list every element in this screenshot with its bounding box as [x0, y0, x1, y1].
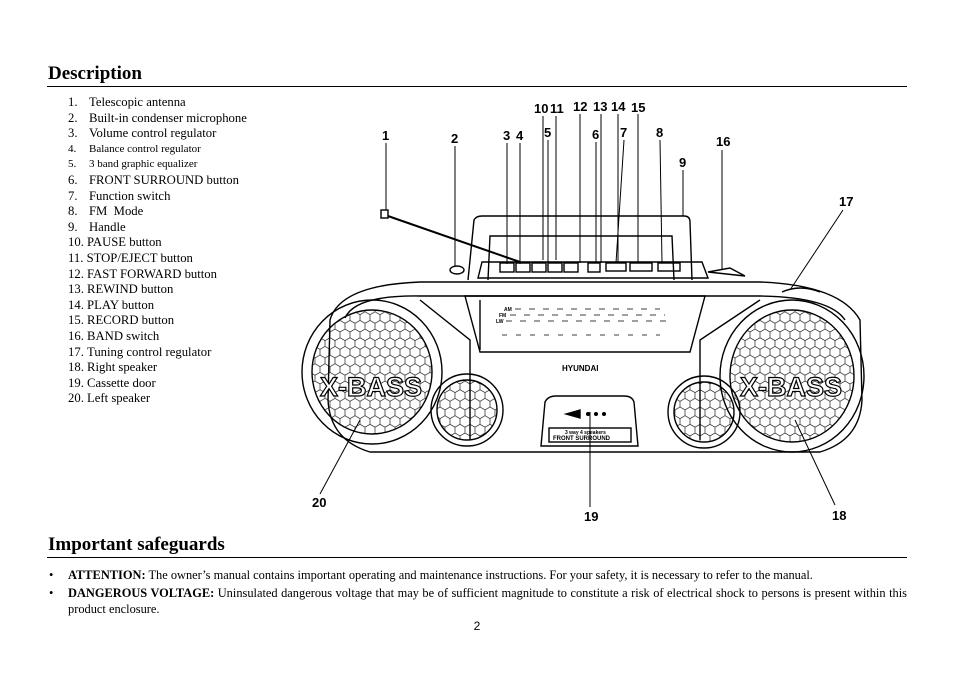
antenna	[384, 214, 521, 263]
safeguards-heading: Important safeguards	[48, 534, 225, 555]
left-speaker	[311, 309, 433, 435]
callout-6: 6	[592, 127, 599, 142]
callout-14: 14	[611, 99, 626, 114]
list-item: 19. Cassette door	[68, 375, 156, 390]
safeguards-list: •ATTENTION: The owner’s manual contains …	[48, 567, 907, 619]
callout-4: 4	[516, 128, 524, 143]
right-tweeter	[673, 381, 735, 443]
callout-11: 11	[550, 101, 564, 116]
list-item: 3.Volume control regulator	[68, 126, 217, 141]
callout-1: 1	[382, 128, 389, 143]
dial-lw: LW	[496, 319, 504, 325]
list-item: 12. FAST FORWARD button	[68, 266, 217, 281]
list-item: 14. PLAY button	[68, 297, 155, 312]
safeguards-divider	[47, 557, 907, 558]
tuning-dial	[464, 295, 706, 353]
cassette-door	[540, 395, 639, 447]
list-item: 15. RECORD button	[68, 313, 175, 328]
callout-19: 19	[584, 509, 598, 524]
list-item: 16. BAND switch	[68, 328, 160, 343]
button-deck	[477, 261, 710, 279]
callout-10: 10	[534, 101, 548, 116]
callout-15: 15	[631, 100, 645, 115]
callout-13: 13	[593, 99, 607, 114]
description-heading: Description	[48, 63, 142, 84]
attention-label: ATTENTION:	[68, 568, 146, 582]
list-item: 2.Built-in condenser microphone	[68, 110, 247, 125]
list-item: 11. STOP/EJECT button	[68, 250, 193, 265]
boombox-body	[327, 281, 863, 453]
dial-fm: FM	[499, 313, 506, 319]
parts-list: 1.Telescopic antenna 2.Built-in condense…	[68, 95, 247, 407]
callout-9: 9	[679, 155, 686, 170]
list-item: 6.FRONT SURROUND button	[68, 172, 239, 187]
list-item: •ATTENTION: The owner’s manual contains …	[49, 568, 813, 582]
description-divider	[47, 86, 907, 87]
surround-label: FRONT SURROUND	[553, 436, 611, 442]
handle	[467, 215, 693, 281]
brand-logo: HYUNDAI	[562, 364, 598, 373]
right-speaker	[729, 309, 855, 443]
list-item: 1.Telescopic antenna	[68, 95, 186, 109]
dial-am: AM	[504, 307, 512, 313]
callout-8: 8	[656, 125, 663, 140]
list-item: 10. PAUSE button	[68, 235, 162, 250]
surround-sublabel: 3 way 4 speakers	[565, 430, 606, 436]
left-tweeter	[436, 379, 498, 441]
callout-20: 20	[312, 495, 326, 510]
list-item: 9.Handle	[68, 219, 126, 234]
list-item: 18. Right speaker	[68, 360, 158, 375]
left-xbass-label: X-BASS	[320, 372, 422, 402]
tuning-knob	[781, 287, 821, 293]
callout-5: 5	[544, 125, 551, 140]
microphone	[449, 265, 465, 275]
list-item: 20. Left speaker	[68, 391, 151, 406]
callout-16: 16	[716, 134, 730, 149]
list-item: 13. REWIND button	[68, 282, 174, 297]
callout-3: 3	[503, 128, 510, 143]
list-item: •DANGEROUS VOLTAGE: Uninsulated dangerou…	[49, 586, 907, 616]
list-item: 8.FM Mode	[68, 204, 144, 219]
list-item: 4.Balance control regulator	[68, 142, 201, 155]
list-item: 7.Function switch	[68, 188, 171, 203]
page-number: 2	[473, 619, 481, 633]
callout-12: 12	[573, 99, 587, 114]
callout-7: 7	[620, 125, 627, 140]
dangerous-voltage-label: DANGEROUS VOLTAGE:	[68, 586, 215, 600]
callout-17: 17	[839, 194, 853, 209]
callout-18: 18	[832, 508, 846, 523]
right-xbass-label: X-BASS	[740, 372, 842, 402]
list-item: 5.3 band graphic equalizer	[68, 158, 198, 171]
list-item: 17. Tuning control regulator	[68, 344, 212, 359]
callout-2: 2	[451, 131, 458, 146]
boombox-diagram: 1 2 3 4 5 6 7 8 9 10 11 12 13 14 15 16 1…	[301, 99, 865, 524]
